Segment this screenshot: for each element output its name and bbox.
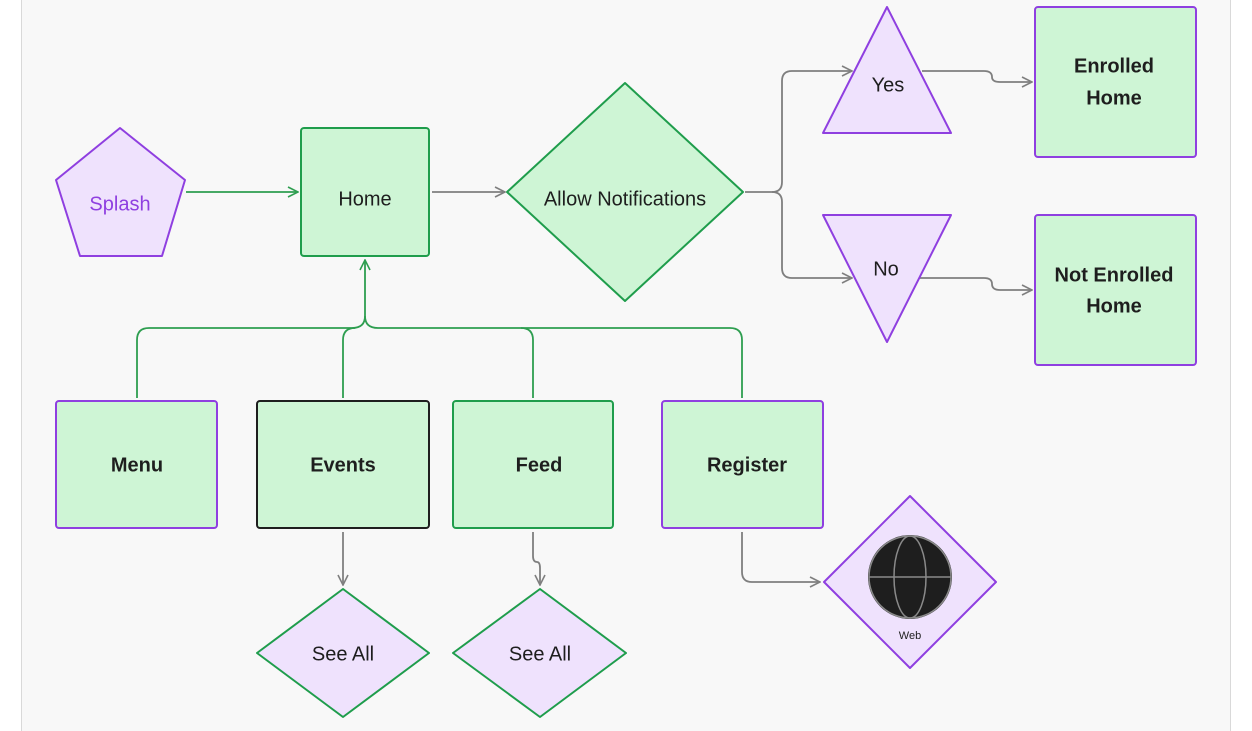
feed-see-all-label: See All <box>509 643 571 665</box>
node-events-see-all[interactable]: See All <box>256 588 430 718</box>
node-no[interactable]: No <box>822 214 952 343</box>
splash-label: Splash <box>89 193 150 215</box>
home-label: Home <box>338 188 391 210</box>
no-label: No <box>873 258 899 280</box>
node-not-enrolled-home[interactable]: Not Enrolled Home <box>1034 214 1197 366</box>
node-web[interactable]: Web <box>823 495 997 669</box>
connector-events-home <box>342 327 356 398</box>
connector-register-web <box>741 532 820 582</box>
node-enrolled-home[interactable]: Enrolled Home <box>1034 6 1197 158</box>
node-menu[interactable]: Menu <box>55 400 218 529</box>
node-splash[interactable]: Splash <box>55 127 186 257</box>
events-see-all-label: See All <box>312 643 374 665</box>
connector-feed-seeall <box>532 532 540 585</box>
connector-allow-yes <box>745 71 852 193</box>
connector-register-home <box>521 327 743 398</box>
node-yes[interactable]: Yes <box>822 6 952 134</box>
connector-yes-enrolled <box>922 70 1032 82</box>
node-allow-notifications[interactable]: Allow Notifications <box>506 82 744 302</box>
enrolled-home-label-line2: Home <box>1086 87 1142 109</box>
connector-allow-no <box>771 191 852 278</box>
node-home[interactable]: Home <box>300 127 430 257</box>
not-enrolled-home-label-line2: Home <box>1086 295 1142 317</box>
node-feed-see-all[interactable]: See All <box>452 588 627 718</box>
yes-label: Yes <box>872 74 905 96</box>
menu-label: Menu <box>111 454 163 476</box>
node-events[interactable]: Events <box>256 400 430 529</box>
web-label: Web <box>899 630 921 642</box>
allow-notifications-label: Allow Notifications <box>544 188 706 210</box>
node-register[interactable]: Register <box>661 400 824 529</box>
feed-label: Feed <box>516 454 563 476</box>
connectors <box>136 70 1032 585</box>
connector-no-notenrolled <box>916 277 1032 290</box>
register-label: Register <box>707 454 787 476</box>
globe-icon <box>868 535 952 619</box>
events-label: Events <box>310 454 376 476</box>
node-feed[interactable]: Feed <box>452 400 614 529</box>
connector-menu-home <box>136 315 366 398</box>
connector-feed-home <box>364 315 534 398</box>
enrolled-home-label-line1: Enrolled <box>1074 55 1154 77</box>
not-enrolled-home-label-line1: Not Enrolled <box>1055 264 1174 286</box>
